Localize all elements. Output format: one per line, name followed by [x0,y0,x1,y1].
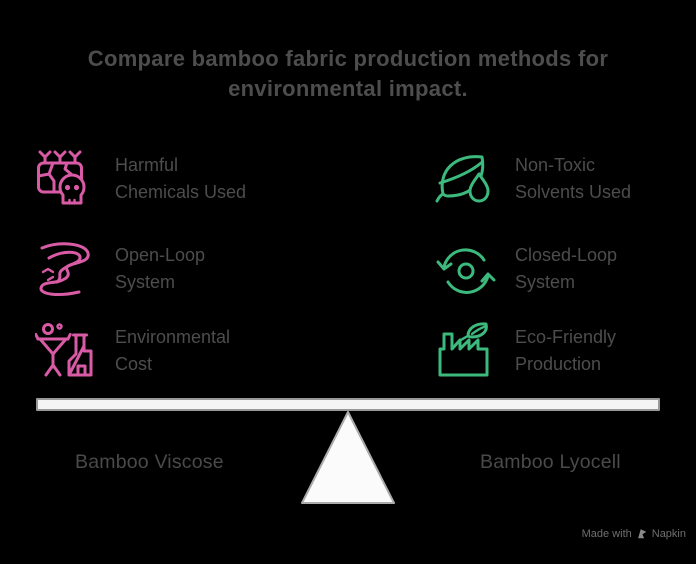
list-item-label: Eco-Friendly Production [515,327,617,374]
balance-fulcrum-triangle [300,411,396,505]
list-item-label: Closed-Loop System [515,245,618,292]
balance-right-label: Bamboo Lyocell [480,451,621,473]
watermark-brand: Napkin [651,527,686,540]
napkin-logo-icon [636,527,648,540]
list-item-harmful-chemicals: Harmful Chemicals Used [34,146,246,212]
list-item-non-toxic-solvents: Non-Toxic Solvents Used [434,146,631,212]
open-loop-river-icon [34,237,100,301]
pollution-factory-icon [34,319,100,383]
closed-loop-recycle-icon [434,237,500,301]
list-item-environmental-cost: Environmental Cost [34,318,230,384]
balance-beam [36,398,660,411]
list-item-label: Harmful Chemicals Used [115,155,247,202]
list-item-label: Environmental Cost [115,327,231,374]
list-item-open-loop: Open-Loop System [34,236,205,302]
leaf-water-droplet-icon [434,147,500,211]
eco-factory-leaf-icon [434,319,500,383]
balance-left-label: Bamboo Viscose [75,451,224,473]
watermark-prefix: Made with [581,527,632,540]
made-with-napkin-watermark: Made with Napkin [582,527,686,540]
list-item-label: Non-Toxic Solvents Used [515,155,632,202]
page-title: Compare bamboo fabric production methods… [87,46,609,101]
list-item-eco-friendly-production: Eco-Friendly Production [434,318,616,384]
list-item-label: Open-Loop System [115,245,206,292]
list-item-closed-loop: Closed-Loop System [434,236,617,302]
toxic-chemicals-skull-icon [34,147,100,211]
